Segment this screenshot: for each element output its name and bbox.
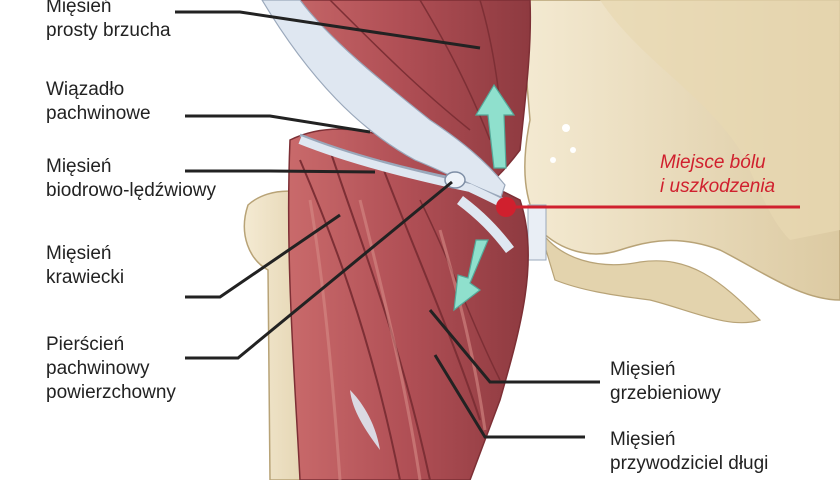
leader-lines <box>175 10 600 439</box>
up-arrow <box>474 83 516 169</box>
inguinal-ligament <box>261 0 514 254</box>
label-iliopsoas: Mięsień biodrowo-lędźwiowy <box>46 156 217 201</box>
pelvic-bone <box>519 0 840 324</box>
down-arrow <box>453 239 489 312</box>
pain-marker <box>496 197 800 217</box>
label-superficial-inguinal-ring: Pierścień pachwinowy powierzchowny <box>46 334 176 403</box>
thigh-muscles <box>287 128 529 480</box>
label-rectus-abdominis: Mięsień prosty brzucha <box>46 0 171 41</box>
label-inguinal-ligament: Wiązadło pachwinowe <box>46 79 151 124</box>
label-adductor-longus: Mięsień przywodziciel długi <box>610 429 769 474</box>
label-sartorius: Mięsień krawiecki <box>46 243 125 288</box>
label-pain-site: Miejsce bólu i uszkodzenia <box>660 152 776 197</box>
label-pectineus: Mięsień grzebieniowy <box>610 359 721 404</box>
leader-superficial-ring <box>185 180 453 360</box>
leader-inguinal-ligament <box>185 114 371 134</box>
leader-pectineus <box>428 309 600 384</box>
leader-iliopsoas <box>185 169 376 174</box>
leader-rectus-abdominis <box>175 10 481 50</box>
leader-adductor-longus <box>433 354 585 439</box>
leader-sartorius <box>185 213 341 299</box>
